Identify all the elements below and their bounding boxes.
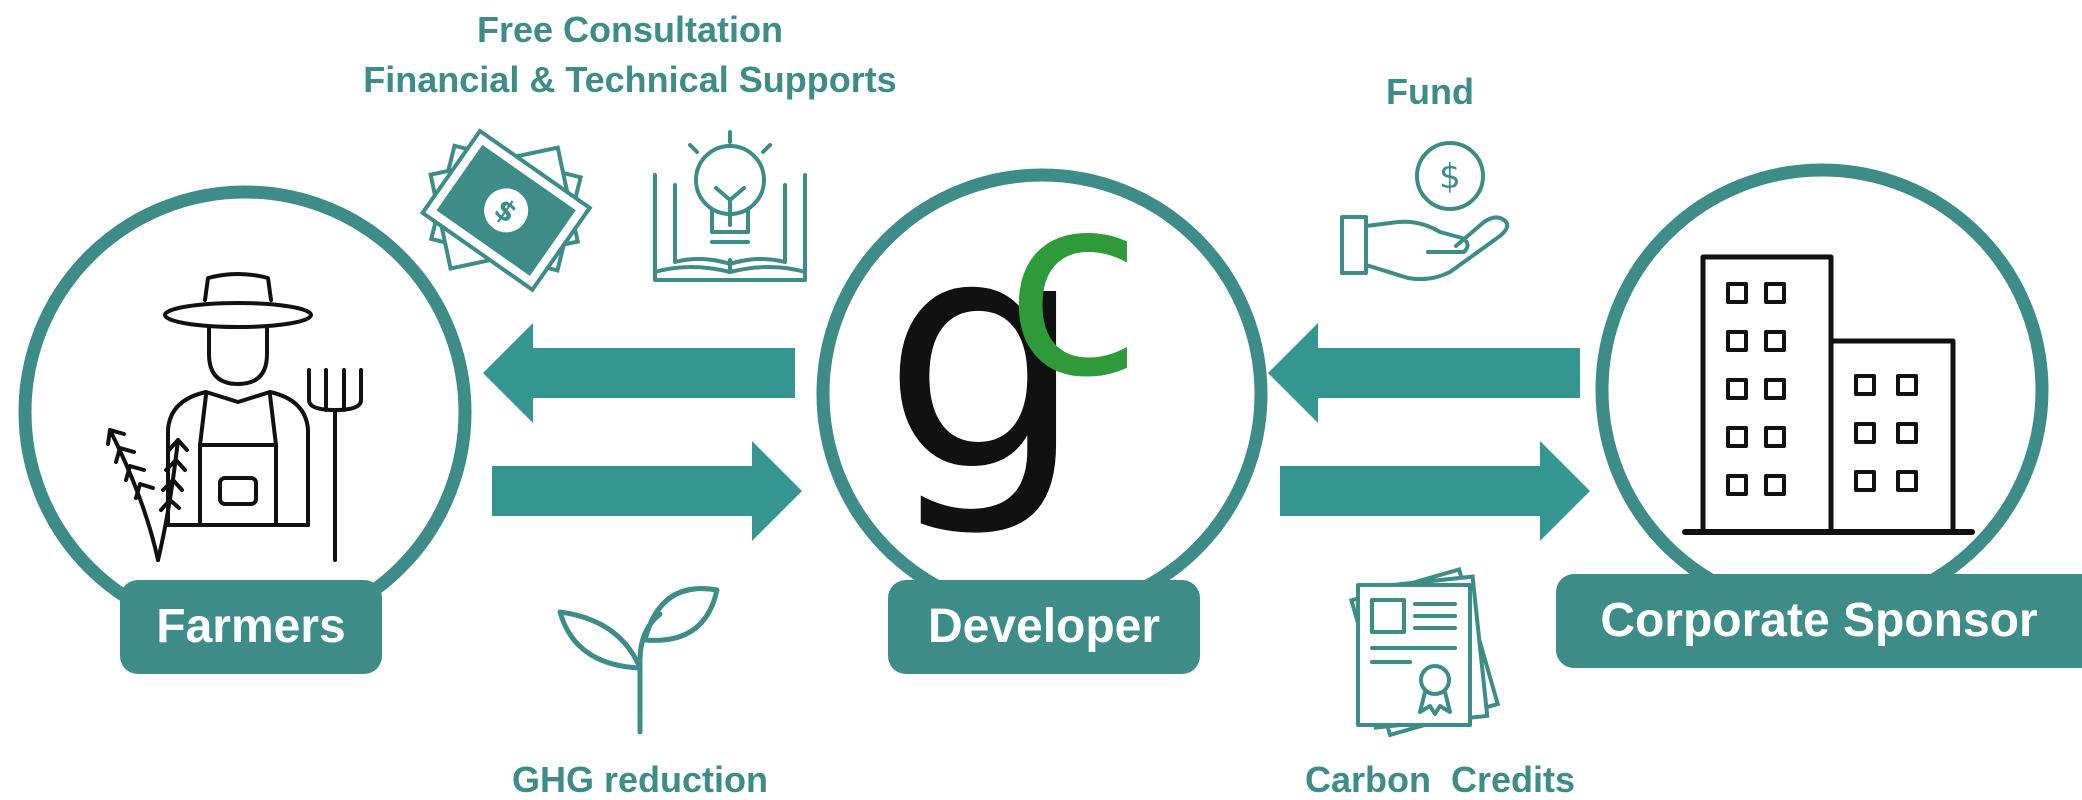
svg-text:$: $ — [1439, 157, 1461, 197]
arrow-developer-to-farmers — [483, 323, 795, 423]
logo-letter-g: g — [882, 170, 1086, 542]
sprout-icon — [557, 586, 720, 735]
corporate-label: Corporate Sponsor — [1556, 574, 2082, 668]
farmers-label: Farmers — [120, 580, 382, 674]
consultation-caption-line1: Free Consultation — [476, 9, 784, 50]
arrow-developer-to-corporate — [1280, 441, 1590, 541]
certificate-icon — [1348, 567, 1501, 738]
corporate-circle — [1595, 163, 2049, 617]
farmer-icon — [106, 272, 363, 562]
lightbulb-book-icon — [653, 130, 807, 282]
fund-caption: Fund — [1386, 71, 1474, 112]
logo-letter-c: c — [1005, 141, 1143, 432]
consultation-caption-line2: Financial & Technical Supports — [363, 59, 897, 100]
developer-label: Developer — [888, 580, 1200, 674]
money-bills-icon: $ — [419, 128, 593, 293]
carbon-credits-caption: Carbon Credits — [1304, 759, 1576, 800]
arrow-farmers-to-developer — [492, 441, 802, 541]
arrow-corporate-to-developer — [1268, 323, 1580, 423]
hand-dollar-icon: $ — [1340, 141, 1510, 282]
farmers-circle — [18, 185, 472, 639]
ghg-caption: GHG reduction — [511, 759, 768, 800]
office-building-icon — [1682, 254, 1975, 535]
